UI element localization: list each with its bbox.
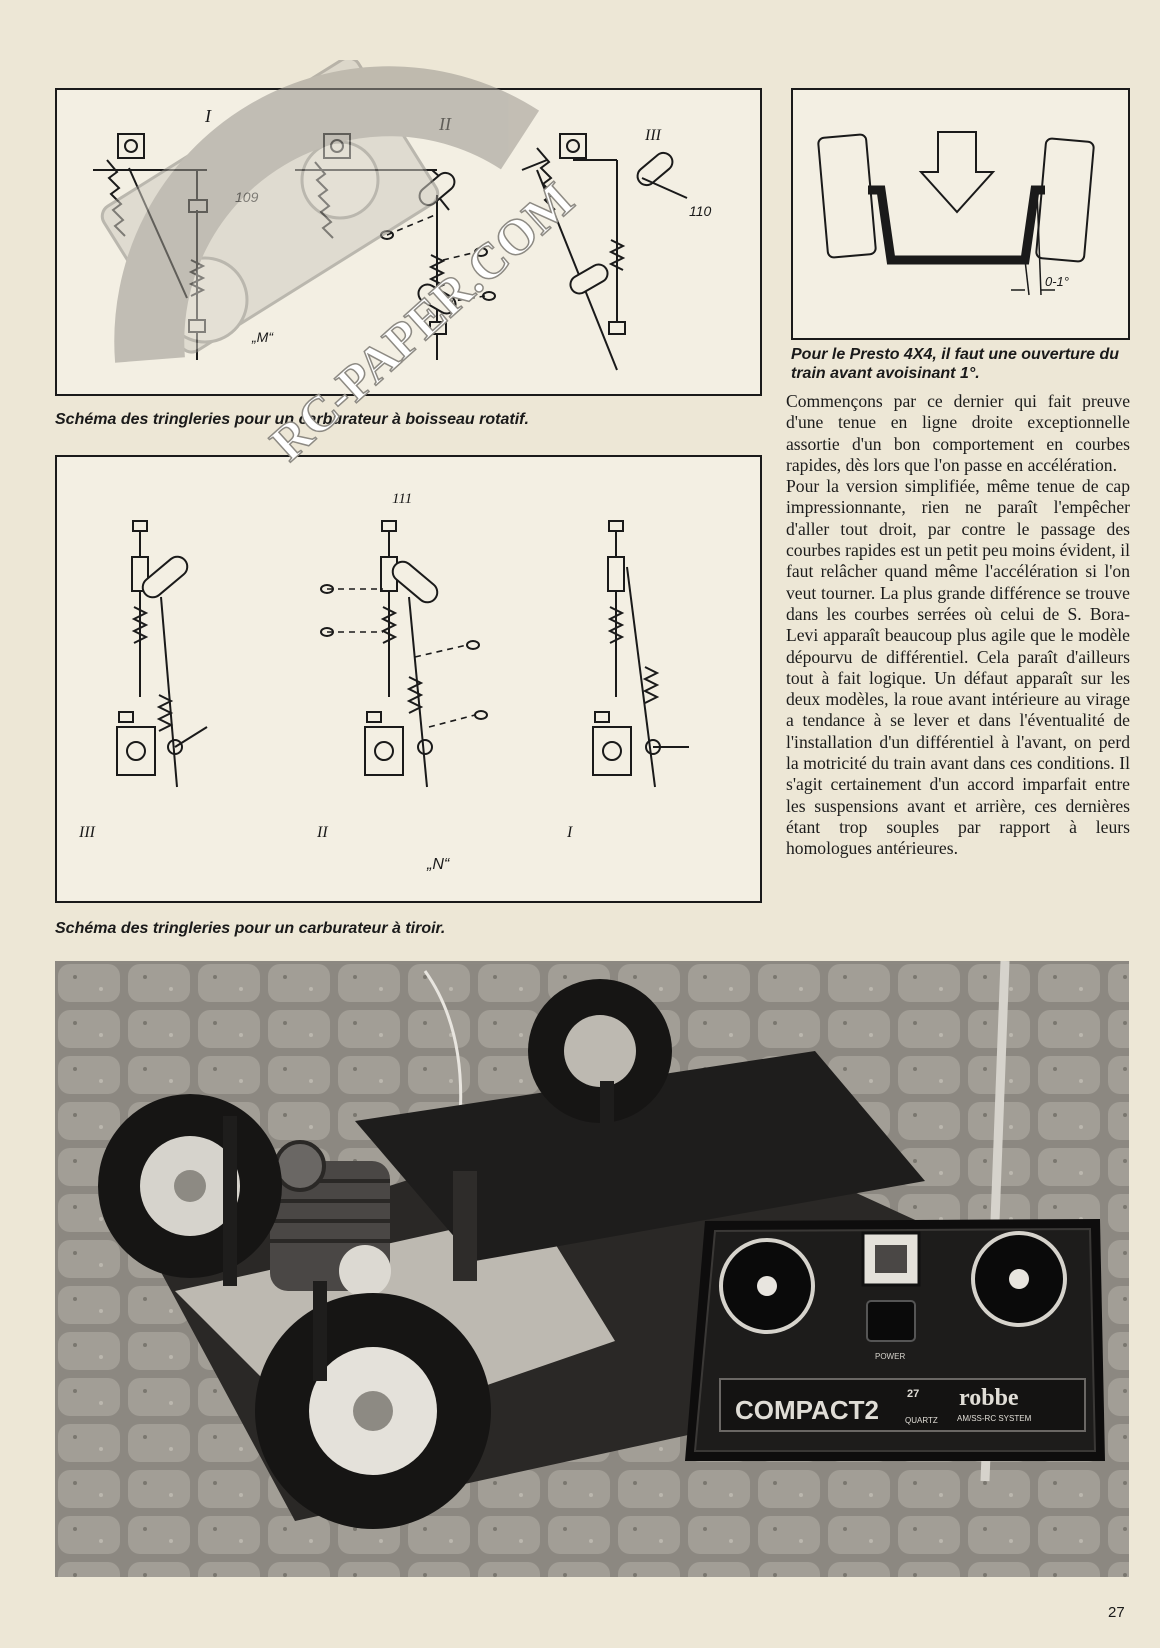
fig1-label-iii: III xyxy=(644,127,662,144)
article-paragraph-1: Commençons par ce dernier qui fait preuv… xyxy=(786,391,1130,475)
power-switch-icon xyxy=(866,1300,916,1342)
fig2-ref-111: 111 xyxy=(392,491,412,507)
fig1-label-m: „M“ xyxy=(251,329,274,345)
fig2-caption: Schéma des tringleries pour un carburate… xyxy=(55,920,446,937)
crystal-label: 27 xyxy=(907,1388,919,1400)
wheel-rear-left xyxy=(98,1094,282,1278)
toe-diagram: 0-1° xyxy=(817,131,1095,296)
fig3-caption: Pour le Presto 4X4, il faut une ouvertur… xyxy=(791,346,1120,382)
article-body: Commençons par ce dernier qui fait preuv… xyxy=(786,391,1130,860)
fig2-label-n: „N“ xyxy=(426,856,451,873)
fig1-ref-110: 110 xyxy=(689,203,712,219)
photo-rc-car-and-transmitter: POWER COMPACT2 27 QUARTZ robbe AM/SS-RC … xyxy=(55,961,1129,1577)
fig1-caption: Schéma des tringleries pour un carburate… xyxy=(55,411,529,428)
fig3-angle-label: 0-1° xyxy=(1045,274,1069,289)
transmitter-model-label: COMPACT2 xyxy=(735,1395,879,1425)
power-label: POWER xyxy=(875,1352,905,1361)
fig2-label-ii: II xyxy=(316,824,328,841)
fig1-label-ii: II xyxy=(438,114,452,134)
fig2-label-i: I xyxy=(566,824,573,841)
quartz-label: QUARTZ xyxy=(905,1416,938,1425)
fig1-label-i: I xyxy=(204,106,212,126)
fig2-label-iii: III xyxy=(78,824,96,841)
linkage-diagram-slide: 111 III II I „N“ xyxy=(78,491,689,873)
fig1-ref-109: 109 xyxy=(235,189,259,205)
wheel-front-left xyxy=(255,1293,491,1529)
page-number: 27 xyxy=(1108,1604,1125,1621)
system-label: AM/SS-RC SYSTEM xyxy=(957,1414,1032,1423)
maker-logo: robbe xyxy=(959,1385,1019,1411)
article-paragraph-2: Pour la version simplifiée, même tenue d… xyxy=(786,476,1130,859)
transmitter-meter-icon xyxy=(861,1231,921,1287)
transmitter: POWER COMPACT2 27 QUARTZ robbe AM/SS-RC … xyxy=(685,1219,1105,1461)
figure-slide-carburetor-linkage: 111 III II I „N“ xyxy=(55,455,762,903)
wheel-rear-right xyxy=(528,979,672,1123)
photo-illustration: POWER COMPACT2 27 QUARTZ robbe AM/SS-RC … xyxy=(55,961,1129,1577)
figure-rotary-carburetor-linkage: I II III 109 110 „M“ xyxy=(55,88,762,396)
figure-toe-in-diagram: 0-1° xyxy=(791,88,1130,340)
linkage-diagram-rotary: I II III 109 110 „M“ xyxy=(93,106,712,371)
